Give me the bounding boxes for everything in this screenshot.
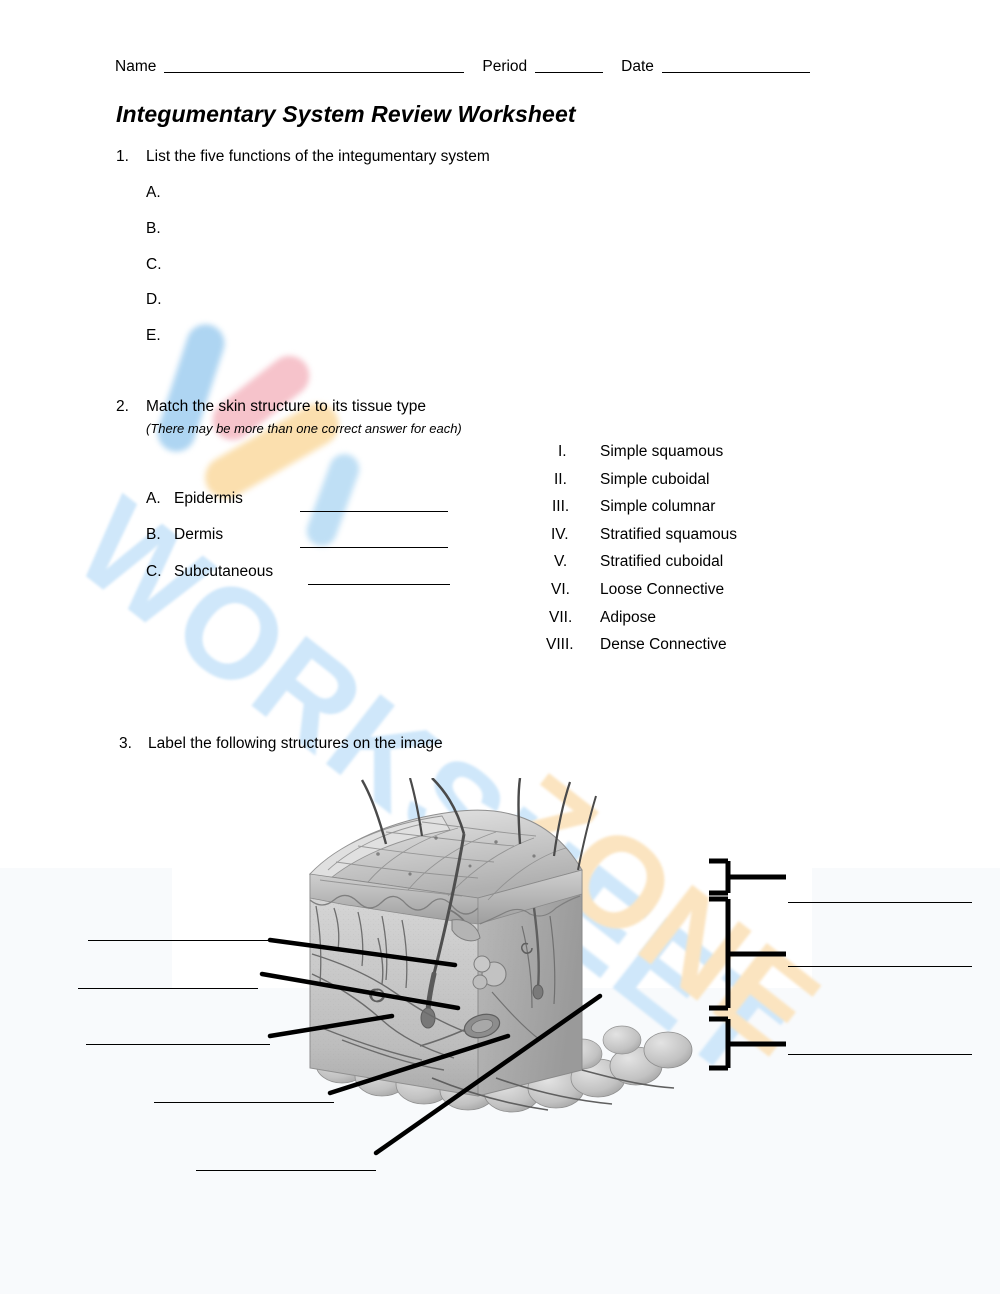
date-input[interactable] xyxy=(661,72,810,73)
leader-line-left-1 xyxy=(267,920,470,970)
question-2-prompt: Match the skin structure to its tissue t… xyxy=(146,398,426,415)
match-answer-subcutaneous[interactable] xyxy=(308,583,450,585)
question-1-number: 1. xyxy=(116,148,129,165)
tissue-numeral-1: I. xyxy=(558,443,567,460)
skin-surface-texture xyxy=(319,821,567,901)
tissue-label-adipose: Adipose xyxy=(600,609,657,626)
match-letter-a: A. xyxy=(146,490,161,507)
match-label-subcutaneous: Subcutaneous xyxy=(174,563,274,580)
match-letter-c: C. xyxy=(146,563,162,580)
watermark-capsule-blue-2 xyxy=(302,449,364,551)
tissue-label-simple-squamous: Simple squamous xyxy=(600,443,724,460)
question-1-item-c: C. xyxy=(146,256,162,273)
dermal-structures xyxy=(315,905,408,989)
name-label: Name xyxy=(115,58,157,75)
page-title: Integumentary System Review Worksheet xyxy=(116,101,576,127)
question-2-note: (There may be more than one correct answ… xyxy=(146,421,462,436)
match-letter-b: B. xyxy=(146,526,161,543)
layer-bracket-dermis xyxy=(706,896,790,1012)
leader-line-left-2 xyxy=(259,960,472,1015)
tissue-label-stratified-squamous: Stratified squamous xyxy=(600,526,737,543)
tissue-numeral-6: VI. xyxy=(551,581,570,598)
tissue-numeral-5: V. xyxy=(554,553,568,570)
question-1-prompt: List the five functions of the integumen… xyxy=(146,148,490,165)
question-2-number: 2. xyxy=(116,398,129,415)
layer-bracket-subcutaneous xyxy=(706,1016,790,1072)
question-3-number: 3. xyxy=(119,735,132,752)
student-info-row: Name Period Date xyxy=(115,58,915,76)
label-blank-left-5[interactable] xyxy=(196,1170,376,1171)
question-1-item-b: B. xyxy=(146,220,161,237)
hair-shafts xyxy=(360,778,597,871)
period-label: Period xyxy=(482,58,528,75)
hair-follicle-main xyxy=(420,833,481,1029)
sweat-gland xyxy=(369,937,385,1003)
tissue-label-dense-connective: Dense Connective xyxy=(600,636,727,653)
tissue-numeral-4: IV. xyxy=(551,526,569,543)
label-blank-right-2[interactable] xyxy=(788,966,972,967)
label-blank-left-3[interactable] xyxy=(86,1044,270,1045)
label-blank-right-3[interactable] xyxy=(788,1054,972,1055)
question-1-item-d: D. xyxy=(146,291,162,308)
tissue-label-simple-columnar: Simple columnar xyxy=(600,498,716,515)
question-3-prompt: Label the following structures on the im… xyxy=(148,735,443,752)
tissue-numeral-3: III. xyxy=(552,498,570,515)
question-1-item-a: A. xyxy=(146,184,161,201)
tissue-numeral-8: VIII. xyxy=(546,636,574,653)
period-input[interactable] xyxy=(535,72,604,73)
match-label-epidermis: Epidermis xyxy=(174,490,243,507)
match-answer-dermis[interactable] xyxy=(300,546,448,548)
nerve-bulb xyxy=(472,955,507,990)
tissue-numeral-2: II. xyxy=(554,471,567,488)
leader-line-left-3 xyxy=(267,1010,410,1050)
tissue-numeral-7: VII. xyxy=(549,609,573,626)
layer-bracket-epidermis xyxy=(706,858,790,898)
match-answer-epidermis[interactable] xyxy=(300,510,448,512)
leader-line-left-5 xyxy=(373,990,616,1160)
date-label: Date xyxy=(621,58,654,75)
question-1-item-e: E. xyxy=(146,327,161,344)
side-follicle xyxy=(521,907,544,1000)
tissue-label-stratified-cuboidal: Stratified cuboidal xyxy=(600,553,724,570)
label-blank-left-4[interactable] xyxy=(154,1102,334,1103)
tissue-label-simple-cuboidal: Simple cuboidal xyxy=(600,471,710,488)
leader-line-left-4 xyxy=(327,1030,520,1100)
watermark-capsule-blue xyxy=(152,319,230,457)
name-input[interactable] xyxy=(164,72,465,73)
label-blank-right-1[interactable] xyxy=(788,902,972,903)
tissue-label-loose-connective: Loose Connective xyxy=(600,581,725,598)
label-blank-left-2[interactable] xyxy=(78,988,258,989)
match-label-dermis: Dermis xyxy=(174,526,224,543)
label-blank-left-1[interactable] xyxy=(88,940,272,941)
